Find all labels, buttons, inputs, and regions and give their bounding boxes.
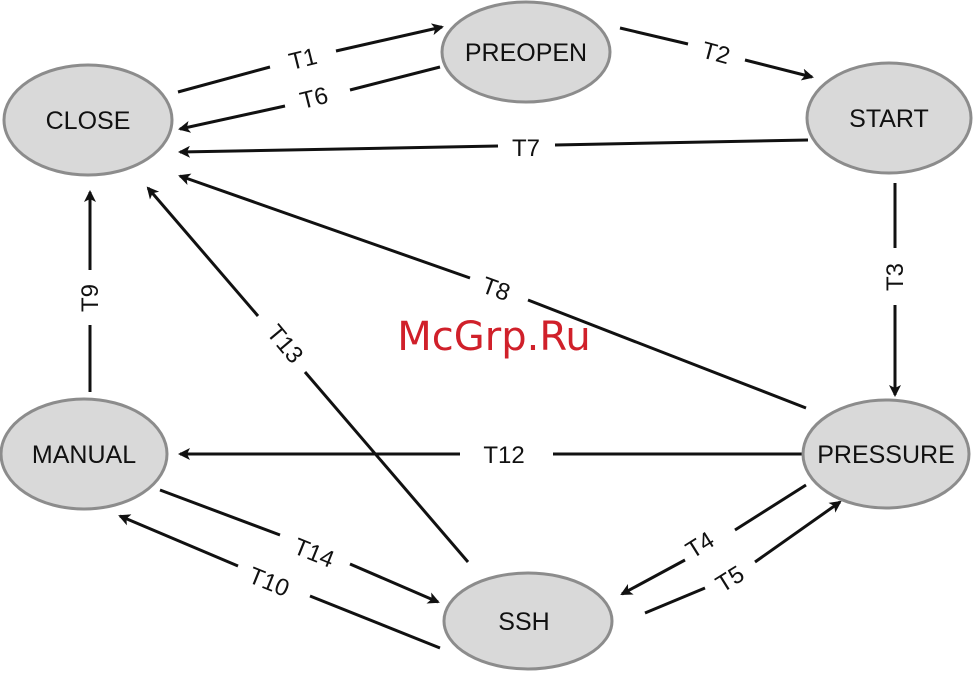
transition-t8: T8 (180, 176, 806, 408)
transition-t1-segment-a (178, 67, 270, 92)
transition-t4-label: T4 (681, 527, 719, 565)
state-manual-label: MANUAL (32, 441, 136, 469)
transition-t6-segment-a (350, 67, 440, 90)
state-ssh: SSH (444, 573, 612, 669)
transition-t9: T9 (77, 192, 104, 392)
transition-t4-segment-b (622, 560, 685, 594)
transition-t6-label: T6 (297, 82, 331, 115)
transition-t5: T5 (645, 502, 840, 613)
transition-t13-segment-a (305, 372, 468, 562)
transition-t5-segment-a (645, 588, 705, 613)
transition-t1-segment-b (336, 27, 442, 51)
state-pressure-label: PRESSURE (817, 441, 955, 469)
watermark-text: McGrp.Ru (397, 314, 590, 360)
transition-t2-segment-a (620, 28, 688, 44)
transition-t1: T1 (178, 27, 442, 92)
transition-t10-label: T10 (245, 562, 293, 603)
transition-t13-segment-b (148, 188, 258, 316)
transition-t7: T7 (180, 135, 808, 162)
transition-t9-label: T9 (77, 284, 104, 312)
transition-t10-segment-a (310, 596, 440, 648)
transition-t3: T3 (882, 183, 909, 395)
transition-t14-label: T14 (290, 533, 338, 574)
state-start-label: START (849, 105, 929, 133)
transition-t10-segment-b (120, 516, 238, 566)
state-preopen-label: PREOPEN (465, 39, 587, 67)
state-ssh-label: SSH (498, 608, 549, 636)
state-pressure: PRESSURE (803, 400, 969, 508)
transition-t14-segment-b (350, 564, 438, 602)
transition-t8-label: T8 (478, 272, 514, 307)
transition-t6-segment-b (180, 106, 285, 129)
transition-t5-label: T5 (711, 561, 749, 599)
transition-t8-segment-b (180, 176, 470, 278)
transition-t14: T14 (160, 490, 438, 602)
transition-t14-segment-a (160, 490, 280, 535)
transition-t6: T6 (180, 67, 440, 129)
transition-t3-label: T3 (882, 263, 909, 291)
state-preopen: PREOPEN (442, 2, 610, 102)
transition-t7-segment-a (555, 140, 808, 145)
transition-t7-segment-b (180, 146, 498, 152)
transition-t13: T13 (148, 188, 468, 562)
transition-t2-segment-b (745, 60, 812, 77)
state-start: START (807, 63, 971, 173)
state-close-label: CLOSE (46, 107, 131, 135)
state-manual: MANUAL (1, 399, 167, 509)
transition-t1-label: T1 (286, 43, 320, 76)
transition-t12: T12 (180, 442, 806, 469)
transition-t2-label: T2 (699, 37, 733, 70)
transition-t13-label: T13 (261, 320, 308, 369)
state-close: CLOSE (4, 65, 172, 175)
transition-t2: T2 (620, 28, 812, 77)
transition-t12-label: T12 (483, 442, 524, 469)
transition-t4-segment-a (735, 485, 806, 530)
transition-t7-label: T7 (512, 135, 540, 162)
